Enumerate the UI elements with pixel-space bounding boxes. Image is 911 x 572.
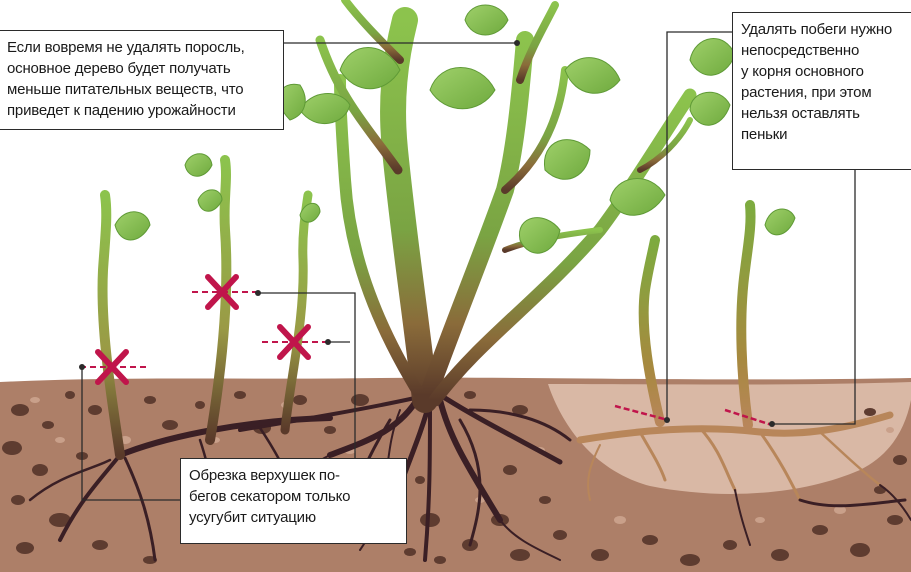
shoot-leaves-right (765, 209, 795, 235)
callout-pruning-tips: Обрезка верхушек по- бегов секатором тол… (180, 458, 407, 544)
shoot-leaves-left (115, 154, 320, 240)
cross-mark-icon (80, 352, 150, 382)
callout-remove-at-root: Удалять побеги нужно непосредственно у к… (732, 12, 911, 170)
callout-overgrowth: Если вовремя не удалять поросль, основно… (0, 30, 284, 130)
